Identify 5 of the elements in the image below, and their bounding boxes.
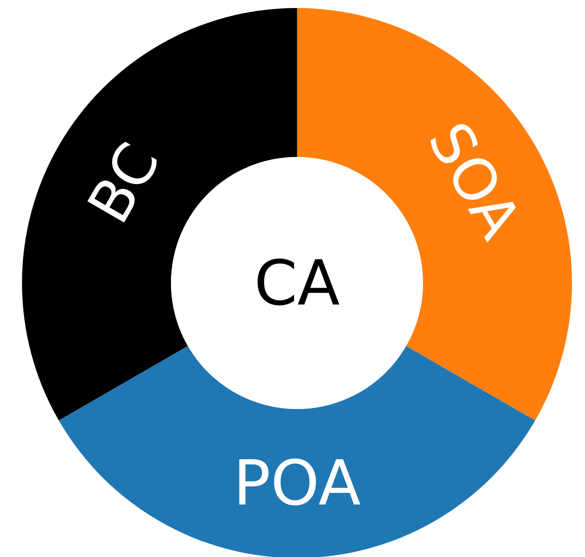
segment-label: CA xyxy=(254,246,340,320)
ring-segment xyxy=(58,346,536,557)
segment-label: BC xyxy=(74,132,174,234)
segment-label: POA xyxy=(233,446,361,520)
center-circle xyxy=(171,157,423,409)
